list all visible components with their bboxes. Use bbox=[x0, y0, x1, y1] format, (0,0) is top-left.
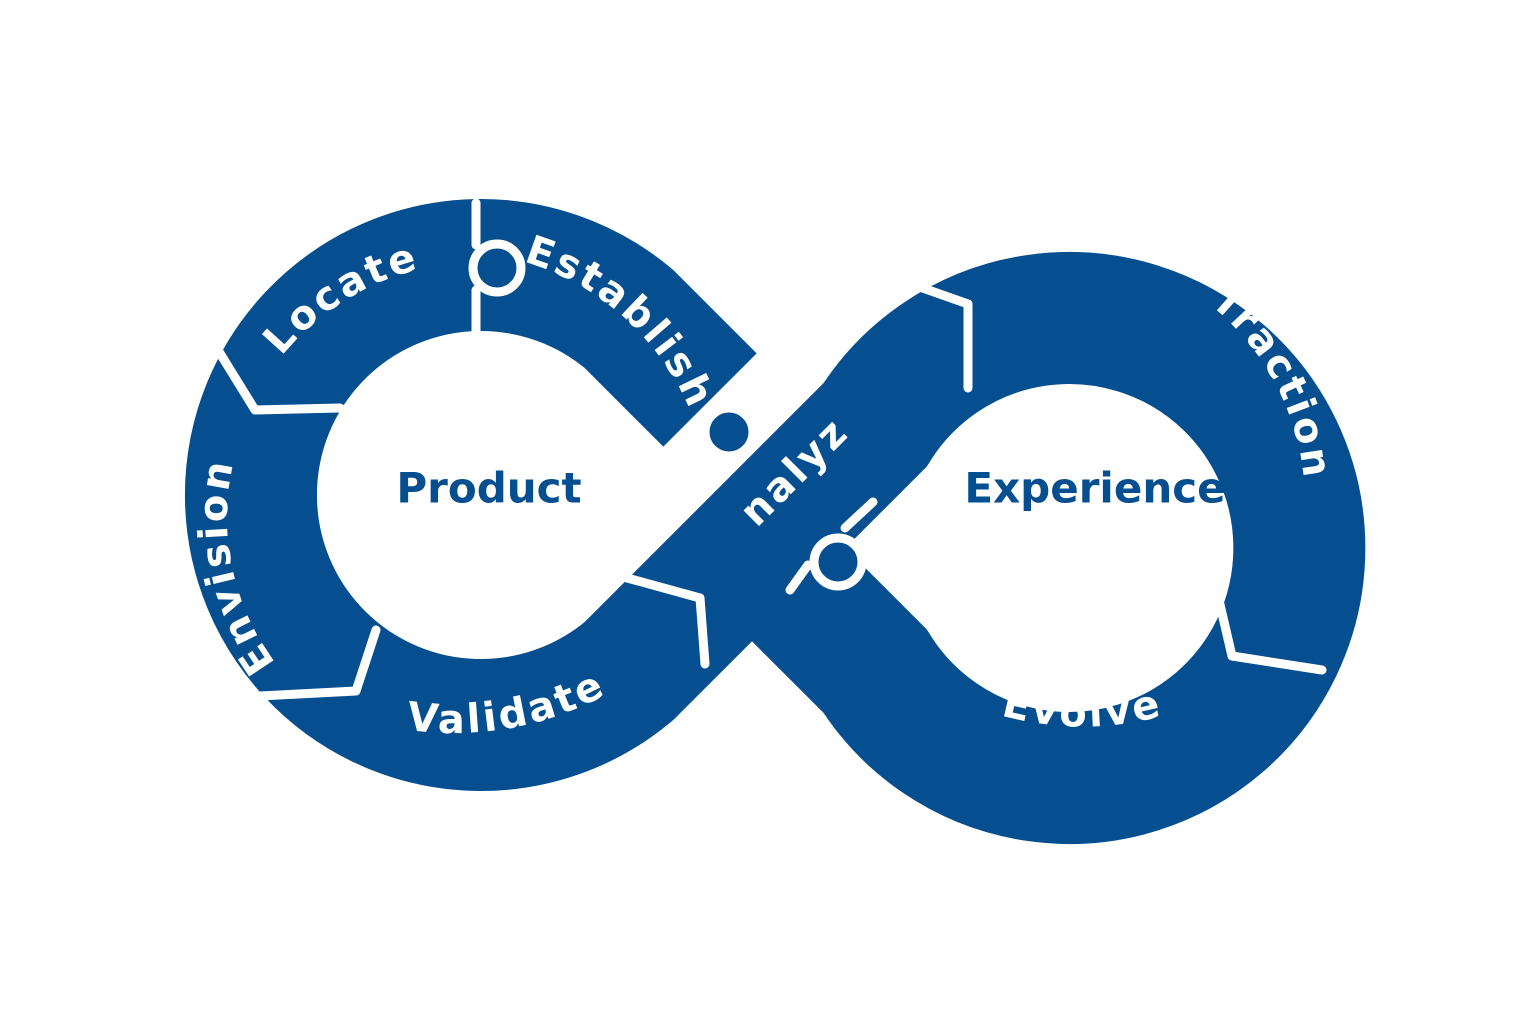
divider-analyze-evolve bbox=[785, 497, 878, 595]
puzzle-knob-upper-middle bbox=[700, 403, 758, 461]
segment-label-evolve: Evolve bbox=[998, 680, 1166, 736]
puzzle-knob-lower-middle bbox=[809, 533, 867, 591]
product-label: Product bbox=[396, 464, 581, 513]
divider-envision-validate bbox=[255, 625, 381, 701]
divider-validate-analyze bbox=[615, 571, 710, 669]
divider-envision-locate bbox=[213, 345, 345, 415]
experience-label: Experience bbox=[964, 464, 1225, 513]
divider-analyze-traction bbox=[895, 275, 973, 393]
divider-establish-analyze bbox=[683, 385, 786, 495]
segment-dividers bbox=[213, 198, 1327, 701]
divider-traction-evolve bbox=[1213, 591, 1327, 675]
puzzle-knob-top bbox=[468, 239, 526, 297]
puzzle-knobs bbox=[468, 239, 867, 591]
infinity-band bbox=[185, 199, 1366, 844]
